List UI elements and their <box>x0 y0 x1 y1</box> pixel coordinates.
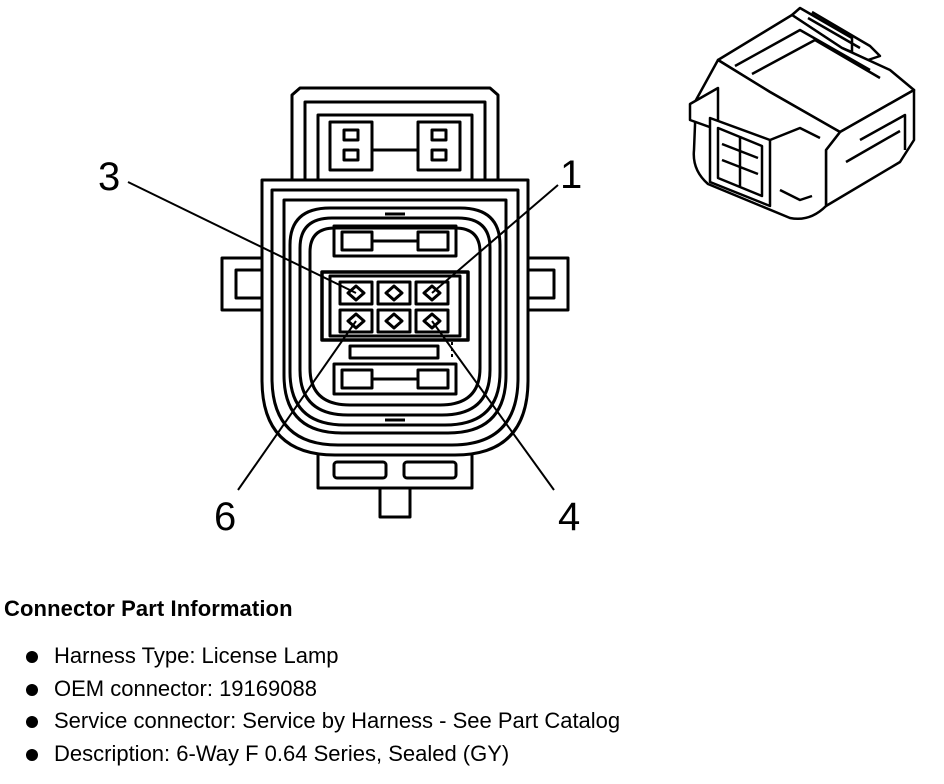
list-item-harness-type: Harness Type: License Lamp <box>26 640 934 673</box>
bullet-icon <box>26 683 38 696</box>
connector-face <box>220 86 570 519</box>
bullet-icon <box>26 651 38 663</box>
connector-part-information: Connector Part Information Harness Type:… <box>4 596 934 770</box>
pin-callout-4: 4 <box>558 495 580 539</box>
list-item-service-connector: Service connector: Service by Harness - … <box>26 705 934 738</box>
leader-line-3 <box>127 181 357 294</box>
section-heading: Connector Part Information <box>4 596 293 621</box>
pin-callout-1: 1 <box>560 153 582 197</box>
bullet-icon <box>26 716 38 728</box>
leader-line-4 <box>431 320 555 491</box>
list-item-text: Harness Type: License Lamp <box>54 643 339 668</box>
connector-diagram: 3 1 6 4 <box>98 6 916 539</box>
leader-lines <box>127 181 559 491</box>
list-item-text: Service connector: Service by Harness - … <box>54 708 621 733</box>
list-item-oem-connector: OEM connector: 19169088 <box>26 673 934 706</box>
info-list: Harness Type: License Lamp OEM connector… <box>4 640 934 770</box>
leader-line-1 <box>431 184 559 294</box>
bullet-icon <box>26 748 38 761</box>
list-item-text: Description: 6-Way F 0.64 Series, Sealed… <box>54 740 510 766</box>
leader-line-6 <box>237 320 357 491</box>
list-item-text: OEM connector: 19169088 <box>54 675 317 701</box>
pin-callout-3: 3 <box>98 155 120 199</box>
connector-isometric-illustration <box>688 6 916 220</box>
list-item-description: Description: 6-Way F 0.64 Series, Sealed… <box>26 738 934 771</box>
pin-callout-6: 6 <box>214 495 236 539</box>
